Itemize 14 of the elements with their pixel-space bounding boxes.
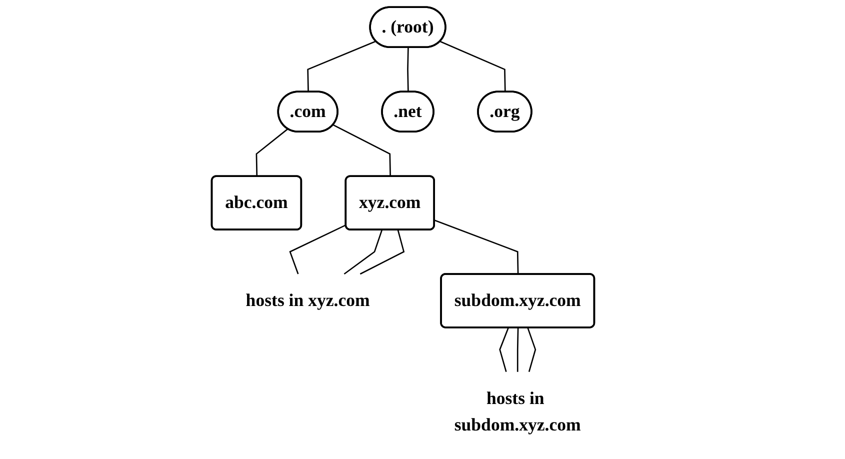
connector [440, 40, 506, 92]
connector [360, 230, 405, 275]
connector [332, 124, 391, 177]
connector [516, 328, 519, 372]
connector [499, 328, 509, 372]
connector [256, 128, 288, 177]
connector [307, 40, 376, 92]
connector [407, 48, 409, 92]
node-text: hosts in subdom.xyz.com [454, 388, 581, 435]
connector [289, 224, 346, 274]
connector [434, 220, 519, 274]
connector [527, 328, 536, 372]
connector [344, 230, 383, 275]
node-text: hosts in xyz.com [246, 290, 370, 310]
